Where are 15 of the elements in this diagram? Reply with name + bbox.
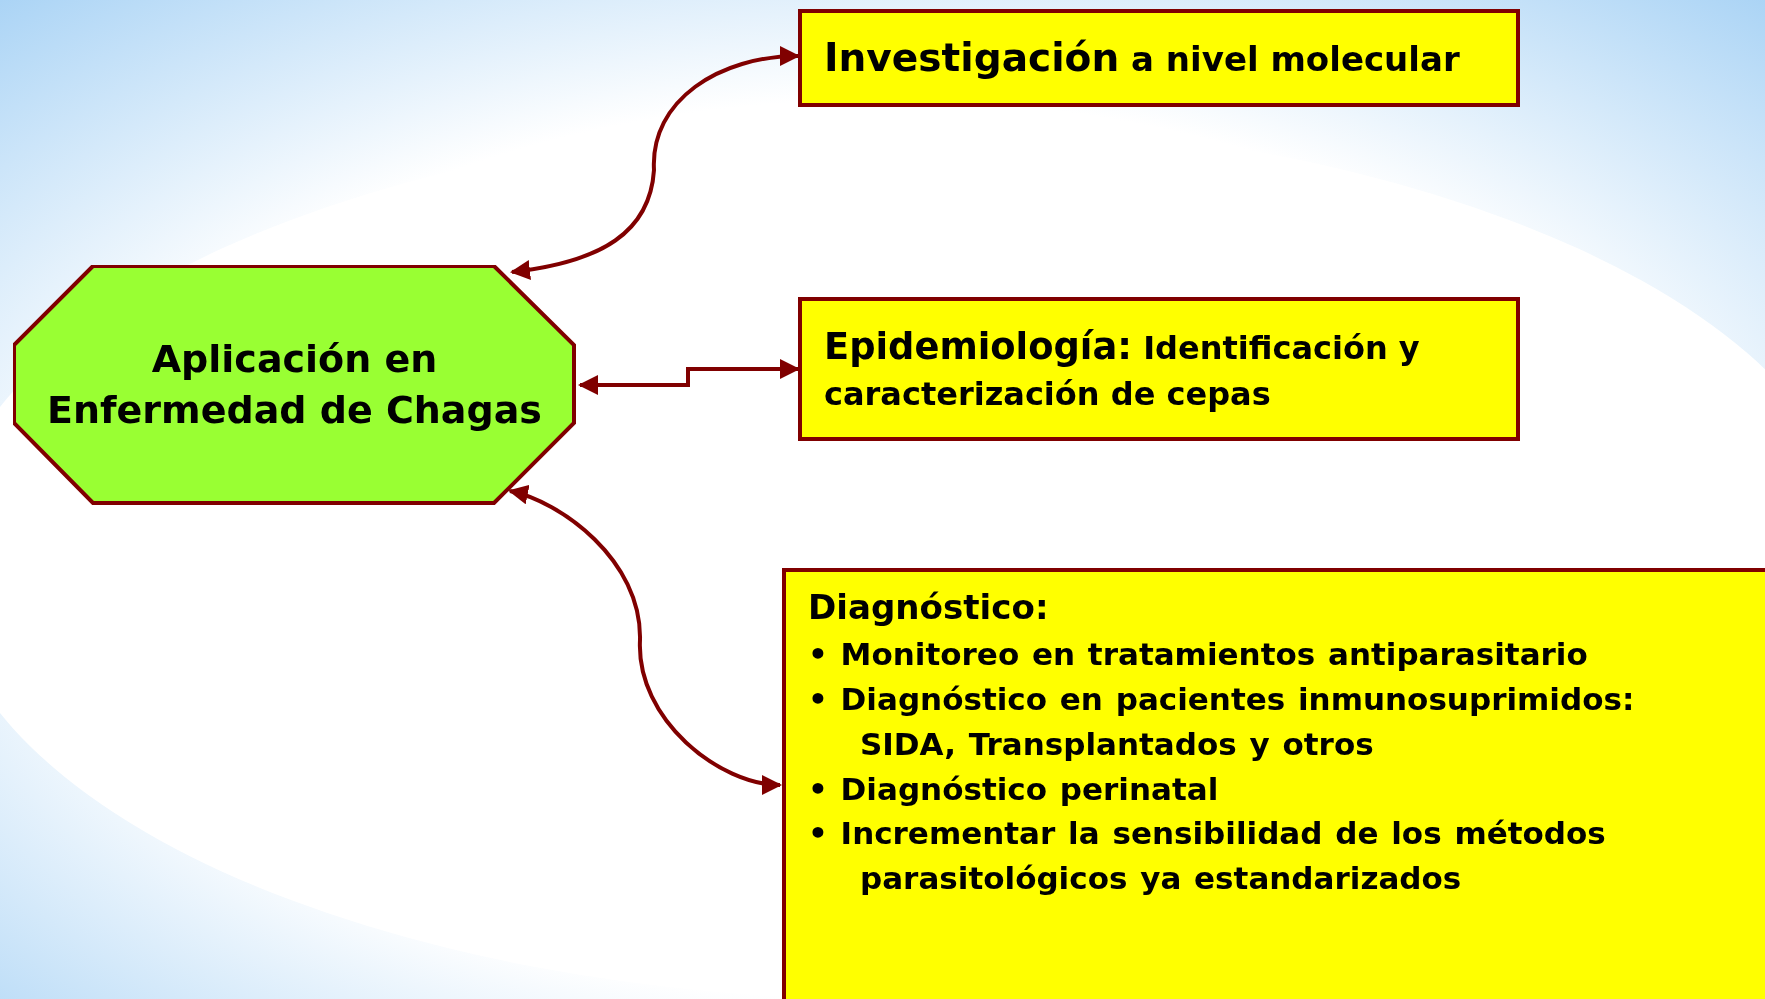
text-box	[782, 568, 1765, 999]
bullet-item: • Diagnóstico perinatal	[808, 769, 1220, 809]
double-arrow	[508, 486, 782, 794]
octagon-node	[13, 265, 576, 505]
bullet-item: • Monitoreo en tratamientos antiparasitario	[808, 634, 1589, 674]
bullet-item: • Diagnóstico en pacientes inmunosuprimidos: SIDA, Transplantados y otros	[808, 679, 1636, 764]
text-box	[798, 297, 1520, 441]
box-text: Investigación a nivel molecular	[824, 33, 1460, 82]
text-box	[798, 9, 1520, 107]
double-arrow	[510, 46, 800, 280]
bullet-item: • Incrementar la sensibilidad de los métodos parasitológicos ya estandarizados	[808, 814, 1607, 899]
double-arrow	[578, 359, 800, 395]
box-text: Epidemiología: Identificación y caracterización de cepas	[824, 323, 1421, 416]
node-label: Aplicación en Enfermedad de Chagas	[46, 335, 543, 434]
box-heading: Diagnóstico:	[808, 586, 1050, 629]
